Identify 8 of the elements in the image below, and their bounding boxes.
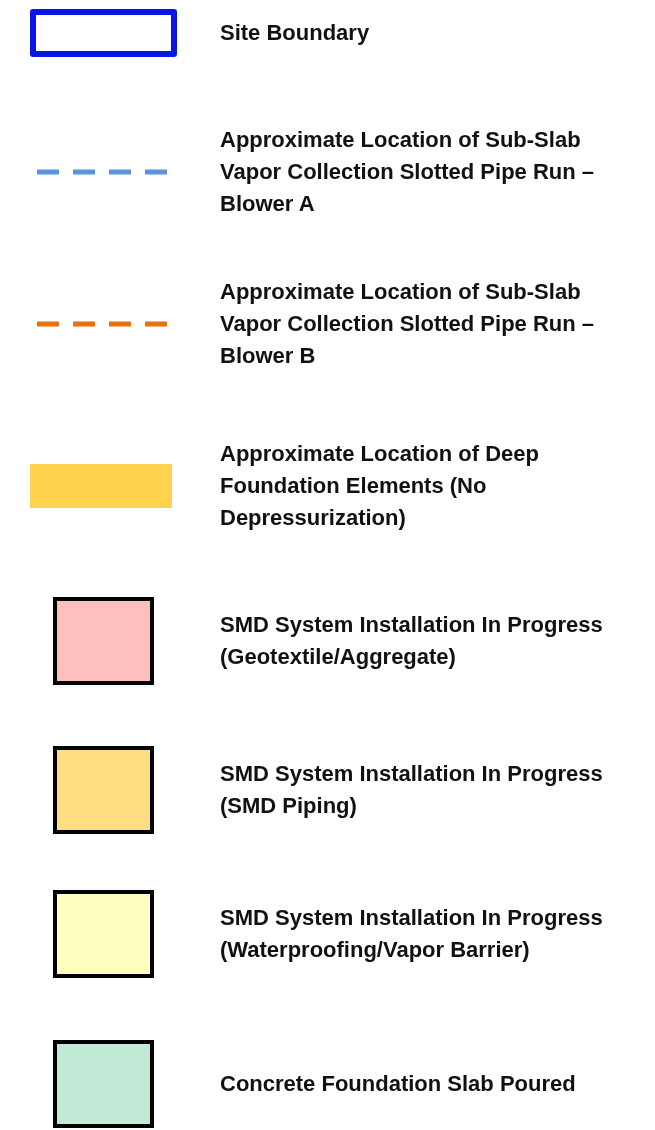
legend-label: SMD System Installation In Progress (Waterproofing/Vapor Barrier) — [220, 904, 604, 964]
legend-label: SMD System Installation In Progress (SMD Piping) — [220, 760, 604, 820]
legend-label: Approximate Location of Sub-Slab Vapor Collection Slotted Pipe Run – Blower A — [220, 126, 596, 218]
legend-label: SMD System Installation In Progress (Geotextile/Aggregate) — [220, 611, 604, 671]
legend-label: Approximate Location of Sub-Slab Vapor Collection Slotted Pipe Run – Blower B — [220, 278, 596, 370]
legend-label: Concrete Foundation Slab Poured — [220, 1070, 577, 1098]
legend-label: Approximate Location of Deep Foundation Elements (No Depressurization) — [220, 440, 541, 532]
legend-label: Site Boundary — [220, 19, 371, 47]
